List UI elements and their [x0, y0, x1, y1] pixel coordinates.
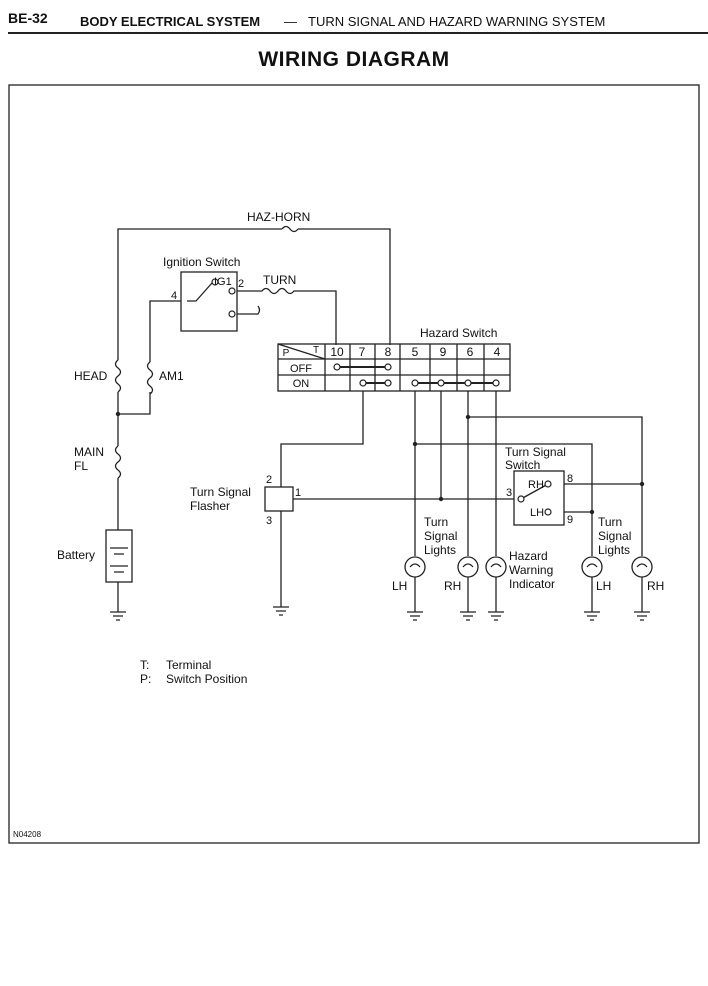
- table-terminal: 10: [330, 345, 344, 359]
- lamp-filaments: [409, 563, 648, 568]
- battery-cells: [110, 547, 128, 573]
- page-number: BE-32: [8, 10, 48, 26]
- label-fl: FL: [74, 459, 88, 473]
- lamp-rh-rear: [631, 556, 653, 578]
- wire-lh-bus: [415, 443, 593, 556]
- ignition-contact-lever: [187, 282, 213, 302]
- fuse-am1: [146, 361, 154, 395]
- ground-2: [460, 611, 476, 621]
- flasher-box: [264, 486, 294, 512]
- lamp-ground-wires: [414, 577, 643, 612]
- hazard-row-lines: [278, 358, 510, 376]
- wire-am1-to-ig: [149, 300, 181, 362]
- label-flasher-pin3: 3: [266, 515, 272, 527]
- figure-code: N04208: [13, 830, 42, 839]
- label-flasher-pin2: 2: [266, 474, 272, 486]
- label-flasher-1: Turn Signal: [190, 485, 251, 499]
- label-head: HEAD: [74, 369, 108, 383]
- ground-4: [584, 611, 600, 621]
- label-tss-1: Turn Signal: [505, 445, 566, 459]
- label-lamp-lh-2: LH: [596, 579, 611, 593]
- table-terminal: 7: [359, 345, 366, 359]
- label-tss-pin8: 8: [567, 473, 573, 485]
- table-corner-t: T: [313, 345, 319, 356]
- label-tss-rh: RH: [528, 479, 544, 491]
- label-tss-pin3: 3: [506, 487, 512, 499]
- label-haz-horn: HAZ-HORN: [247, 210, 310, 224]
- wire-ig-other: [237, 305, 261, 315]
- label-main: MAIN: [74, 445, 104, 459]
- label-tsl-right-3: Lights: [598, 543, 630, 557]
- legend-p-key: P:: [140, 672, 151, 686]
- page-title: WIRING DIAGRAM: [258, 48, 450, 71]
- legend-p-value: Switch Position: [166, 672, 247, 686]
- label-battery: Battery: [57, 548, 95, 562]
- lamp-rh-front: [457, 556, 479, 578]
- terminal-circles: [211, 278, 552, 516]
- label-tsl-left-3: Lights: [424, 543, 456, 557]
- label-ig-pin4: 4: [171, 290, 177, 302]
- label-ig-pin2: 2: [238, 278, 244, 290]
- label-ig1: IG1: [214, 276, 232, 288]
- label-am1: AM1: [159, 369, 184, 383]
- section-title: BODY ELECTRICAL SYSTEM: [80, 14, 261, 29]
- table-row-off: OFF: [290, 363, 312, 375]
- battery-box: [105, 529, 133, 583]
- label-tss-lh: LH: [530, 507, 544, 519]
- label-hwi-3: Indicator: [509, 577, 555, 591]
- table-terminal: 6: [467, 345, 474, 359]
- hazard-switch-table: [277, 343, 511, 392]
- table-terminal: 4: [494, 345, 501, 359]
- subsection-title: TURN SIGNAL AND HAZARD WARNING SYSTEM: [308, 14, 606, 29]
- wire-haz-horn-right: [298, 228, 391, 345]
- label-hwi-2: Warning: [509, 563, 553, 577]
- label-tsl-right-1: Turn: [598, 515, 622, 529]
- ground-battery: [110, 611, 126, 621]
- legend-t-value: Terminal: [166, 658, 211, 672]
- label-tss-2: Switch: [505, 458, 540, 472]
- label-ignition-switch: Ignition Switch: [163, 255, 240, 269]
- label-hazard-switch: Hazard Switch: [420, 326, 497, 340]
- junction-dots: [115, 411, 645, 515]
- diagram-frame: [8, 84, 700, 844]
- label-flasher-2: Flasher: [190, 499, 230, 513]
- header-rule: [8, 32, 708, 34]
- label-turn: TURN: [263, 273, 296, 287]
- label-tsl-left-2: Signal: [424, 529, 457, 543]
- ground-1: [407, 611, 423, 621]
- lamp-hazard-indicator: [485, 556, 507, 578]
- label-lamp-rh-2: RH: [647, 579, 664, 593]
- lamp-lh-rear: [581, 556, 603, 578]
- lamp-lh-front: [404, 556, 426, 578]
- table-terminal: 9: [440, 345, 447, 359]
- label-tss-pin9: 9: [567, 514, 573, 526]
- label-tsl-left-1: Turn: [424, 515, 448, 529]
- wire-rh-bus: [468, 416, 643, 556]
- ground-flasher: [273, 606, 289, 616]
- fuse-head: [114, 359, 122, 393]
- label-tsl-right-2: Signal: [598, 529, 631, 543]
- table-terminal: 5: [412, 345, 419, 359]
- fuse-haz-horn: [281, 225, 299, 233]
- label-hwi-1: Hazard: [509, 549, 548, 563]
- fuse-main-fl: [114, 445, 122, 479]
- header-dash: —: [284, 14, 297, 29]
- wire-haz-horn-left: [117, 228, 282, 360]
- tss-contact: [520, 483, 549, 500]
- label-lamp-rh-1: RH: [444, 579, 461, 593]
- turn-signal-switch-box: [513, 470, 565, 526]
- wire-turn: [258, 287, 337, 345]
- table-row-on: ON: [293, 378, 310, 390]
- hazard-corner-diagonal: [277, 343, 326, 360]
- wire-flasher-2: [280, 391, 364, 487]
- table-corner-p: P: [283, 348, 290, 359]
- label-lamp-lh-1: LH: [392, 579, 407, 593]
- wire-head-am1-join: [117, 392, 151, 415]
- ground-3: [488, 611, 504, 621]
- ground-5: [634, 611, 650, 621]
- legend-t-key: T:: [140, 658, 149, 672]
- label-flasher-pin1: 1: [295, 487, 301, 499]
- table-terminal: 8: [385, 345, 392, 359]
